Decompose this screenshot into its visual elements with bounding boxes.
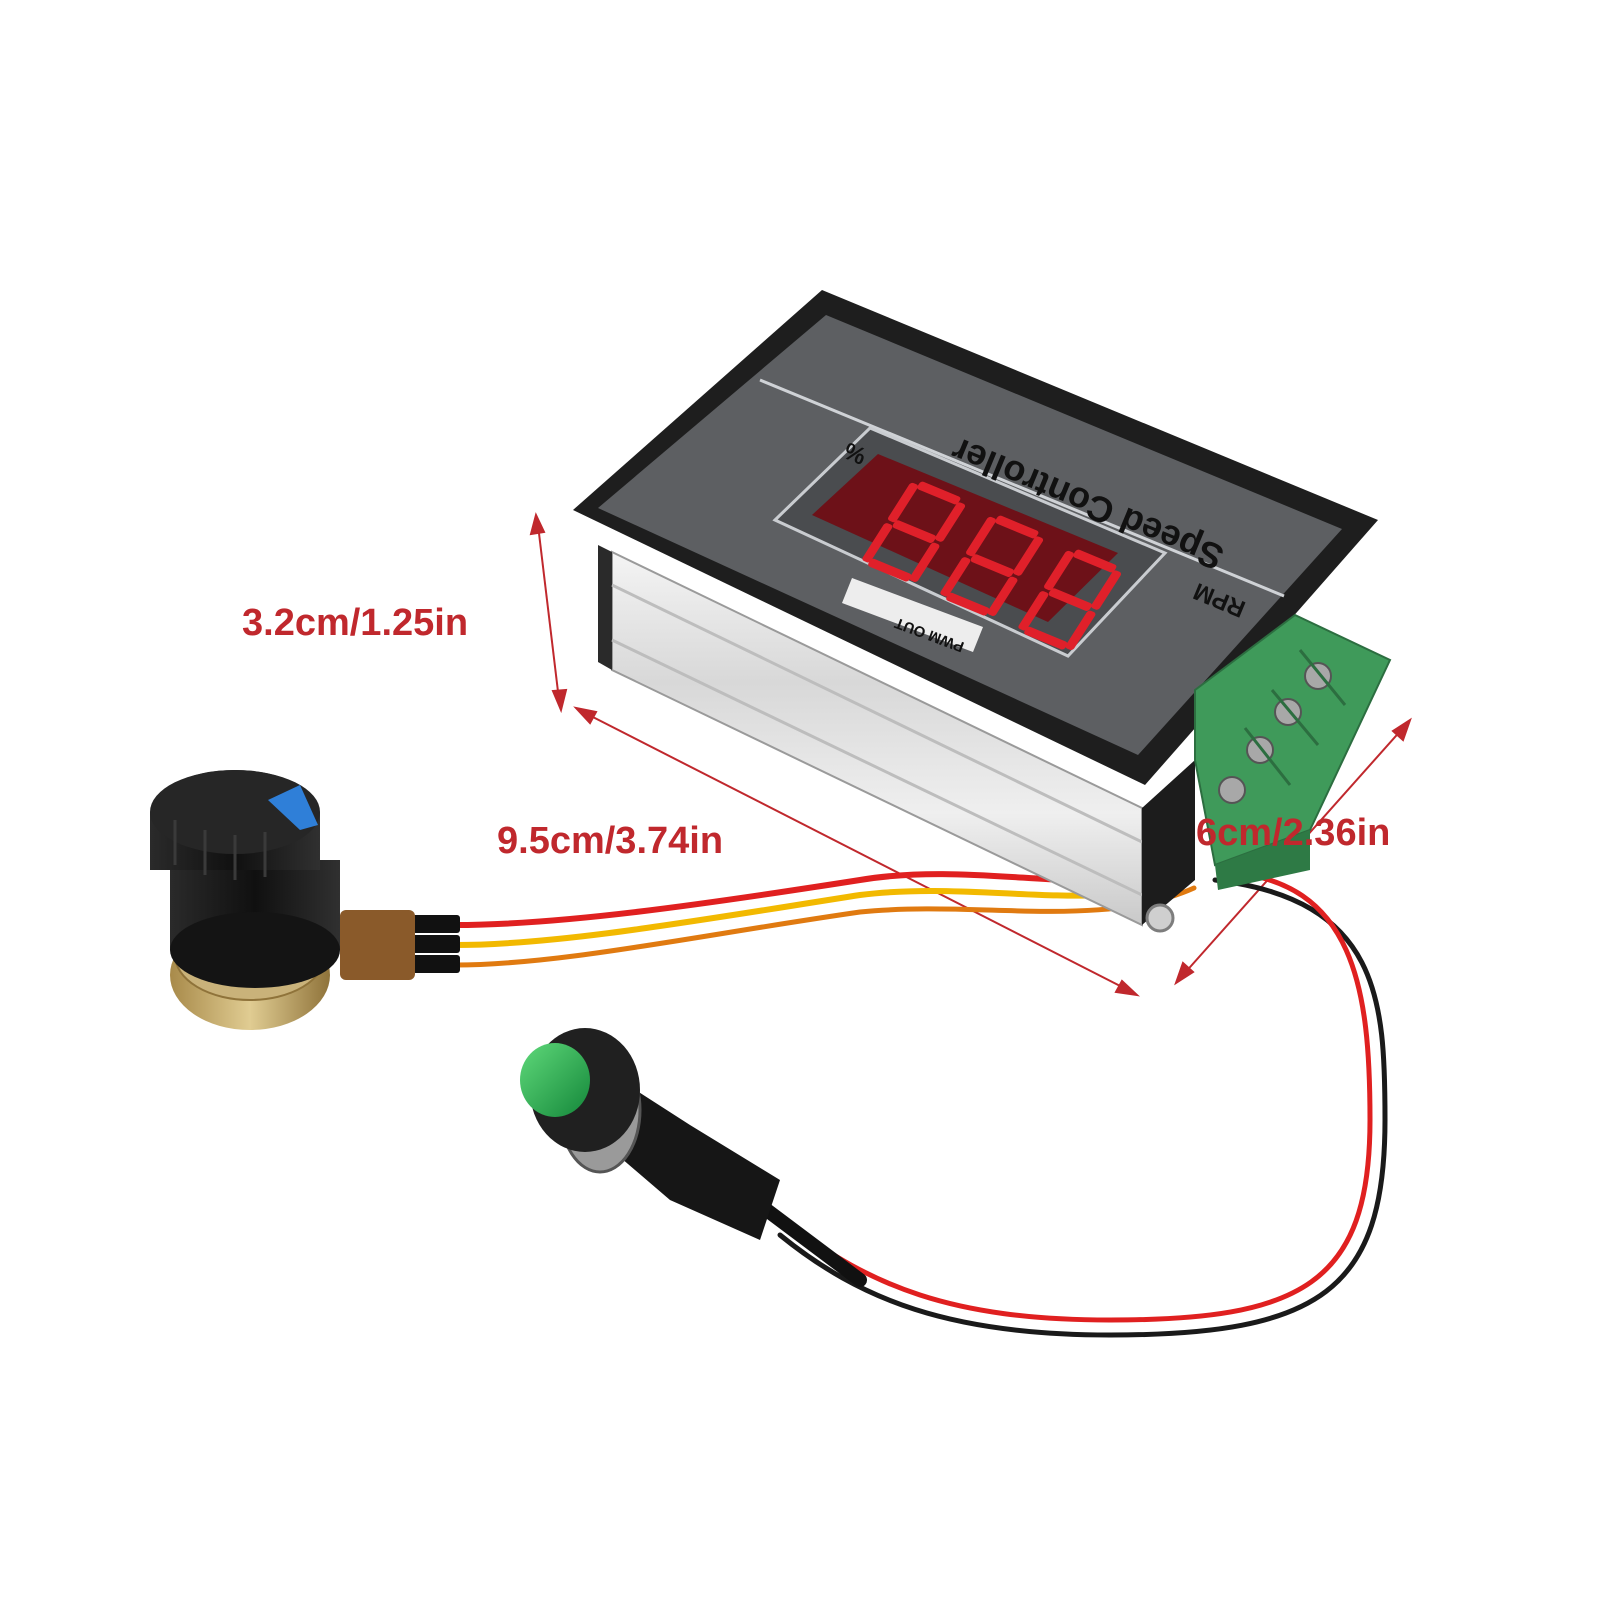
led-segment [995, 515, 1039, 539]
width-arrow-top [1391, 717, 1412, 742]
panel-divider-line [759, 378, 1285, 598]
terminal-divider-1 [1298, 649, 1347, 706]
height-dim-line [537, 524, 560, 701]
aluminum-rib-2 [611, 638, 1143, 897]
height-arrow-top [529, 512, 546, 536]
led-segment [966, 516, 996, 557]
led-segment [909, 542, 940, 582]
length-dim-line [584, 712, 1129, 991]
length-arrow-left [573, 706, 598, 725]
rear-end-cap [1142, 760, 1195, 925]
led-digits [862, 481, 1122, 650]
led-segment [970, 554, 1014, 577]
terminal-screw-4 [1218, 776, 1246, 804]
width-arrow-bottom [1174, 961, 1195, 986]
terminal-screw-1 [1304, 662, 1332, 690]
terminal-divider-3 [1243, 727, 1292, 786]
pot-wire-sleeve-3 [410, 955, 460, 973]
button-wires [777, 869, 1388, 1338]
led-segment [1073, 549, 1117, 573]
led-digit [862, 481, 966, 582]
led-digit [940, 515, 1044, 616]
led-digit [1018, 549, 1122, 650]
dimension-height-label: 3.2cm/1.25in [242, 602, 469, 644]
height-arrow-bottom [551, 688, 568, 714]
led-segment [946, 592, 990, 616]
pot-terminal-board [340, 910, 415, 980]
pot-wire-sleeve-1 [410, 915, 460, 933]
knob-top [150, 770, 320, 854]
led-segment [917, 481, 961, 505]
led-segment [1018, 591, 1049, 631]
wire-red-button [787, 869, 1373, 1323]
button-cap [520, 1043, 590, 1117]
aluminum-rib-1 [611, 583, 1143, 844]
button-body [600, 1080, 780, 1240]
led-segment [892, 520, 936, 543]
mounting-screw [1145, 903, 1175, 933]
led-segment [1044, 550, 1074, 591]
potentiometer [150, 770, 460, 1030]
length-arrow-right [1114, 979, 1141, 997]
controller-body [573, 290, 1378, 933]
wire-black-button [777, 877, 1388, 1338]
led-segment [940, 557, 971, 597]
led-segment [1065, 610, 1096, 650]
dimension-length-label: 9.5cm/3.74in [497, 820, 724, 862]
led-segment [888, 482, 918, 523]
wire-orange-pot [452, 885, 1197, 968]
push-button [520, 1028, 867, 1287]
dimension-width-label: 6cm/2.36in [1196, 812, 1391, 854]
led-segment [1024, 626, 1068, 650]
terminal-divider-2 [1270, 689, 1320, 746]
led-segment [1091, 570, 1122, 610]
side-cap-left [598, 545, 612, 670]
led-segment [1013, 536, 1044, 576]
knob-marker [268, 785, 318, 830]
led-segment [987, 576, 1018, 616]
led-segment [868, 558, 912, 582]
pot-wire-sleeve-2 [410, 935, 460, 953]
led-segment [935, 502, 966, 542]
led-segment [1048, 588, 1092, 611]
terminal-block-base [1215, 830, 1310, 890]
led-display [812, 454, 1118, 622]
button-cable [753, 1198, 867, 1287]
terminal-block [1194, 613, 1392, 890]
knob-base [170, 912, 340, 988]
pwm-out-tag [842, 578, 983, 652]
led-segment [862, 523, 893, 563]
